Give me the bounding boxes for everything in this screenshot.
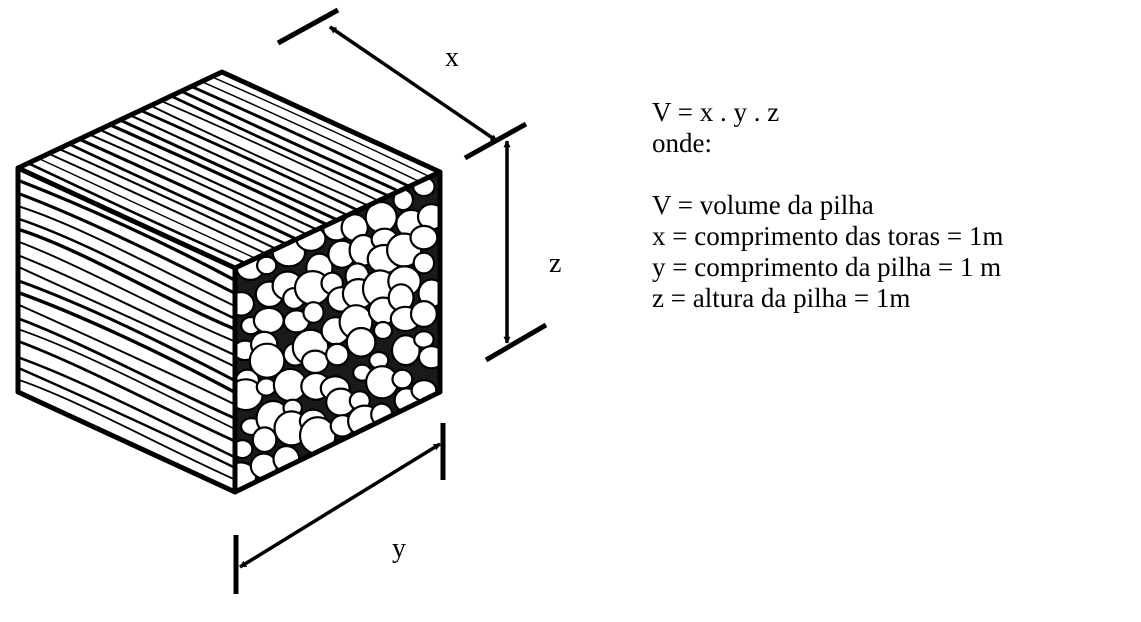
- log-end: [409, 300, 438, 329]
- log-line: [18, 366, 235, 469]
- log-line: [190, 85, 410, 188]
- log-line: [18, 254, 235, 357]
- dimension-y-arrow: [239, 442, 441, 569]
- stack-outline: [15, 69, 443, 495]
- log-line: [18, 205, 235, 308]
- log-line: [18, 191, 235, 295]
- log-line: [109, 123, 328, 227]
- log-line: [18, 279, 235, 383]
- log-line: [18, 339, 235, 443]
- log-line: [68, 142, 287, 246]
- volume-formula: V = x . y . z: [652, 97, 780, 127]
- log-line: [18, 178, 235, 282]
- log-line: [18, 328, 235, 430]
- log-end: [391, 368, 414, 390]
- log-end: [390, 334, 421, 367]
- dimension-z: z: [484, 140, 561, 363]
- definition-y: y = comprimento da pilha = 1 m: [652, 252, 1002, 282]
- formula-gap: [652, 159, 1003, 190]
- dimension-z-tick: [484, 322, 548, 363]
- log-line: [18, 227, 235, 331]
- log-line: [18, 217, 235, 320]
- log-line: [99, 128, 318, 231]
- log-end: [302, 301, 325, 324]
- log-line: [119, 118, 339, 222]
- definition-v: V = volume da pilha: [652, 190, 874, 220]
- log-line: [38, 157, 256, 260]
- log-end: [372, 320, 394, 341]
- log-line: [160, 100, 379, 202]
- dimension-x: x: [276, 7, 528, 161]
- log-line: [139, 109, 359, 212]
- log-end: [300, 349, 330, 375]
- dimension-x-arrow: [329, 25, 498, 143]
- log-line: [18, 265, 235, 368]
- log-end: [409, 224, 439, 251]
- onde-label: onde:: [652, 128, 712, 158]
- log-line: [18, 290, 235, 394]
- label-y: y: [392, 533, 406, 564]
- log-line: [18, 240, 235, 343]
- stack-front-face: [18, 168, 235, 492]
- log-line: [129, 114, 349, 217]
- log-line: [58, 147, 277, 250]
- log-end: [235, 290, 256, 317]
- log-end: [345, 326, 377, 358]
- log-line: [48, 152, 267, 255]
- log-line: [180, 89, 400, 193]
- log-line: [78, 137, 298, 241]
- definition-x: x = comprimento das toras = 1m: [652, 221, 1004, 251]
- log-line: [18, 356, 235, 459]
- dimension-x-tick-start: [276, 7, 340, 46]
- log-line: [18, 378, 235, 481]
- definition-z: z = altura da pilha = 1m: [652, 283, 911, 313]
- label-x: x: [445, 42, 459, 73]
- log-line: [150, 104, 369, 207]
- log-line: [18, 317, 235, 420]
- log-line: [18, 303, 235, 406]
- log-end: [256, 255, 278, 276]
- log-end: [412, 251, 436, 275]
- log-line: [211, 76, 431, 178]
- log-line: [27, 162, 246, 265]
- log-line: [201, 80, 420, 183]
- log-end: [251, 426, 278, 454]
- label-z: z: [549, 248, 561, 279]
- log-end: [324, 342, 350, 367]
- log-end: [252, 306, 285, 335]
- log-line: [170, 94, 390, 198]
- log-line: [89, 133, 308, 236]
- dimension-y: y: [233, 423, 446, 594]
- formula-block: V = x . y . z onde: V = volume da pilha …: [652, 97, 1003, 314]
